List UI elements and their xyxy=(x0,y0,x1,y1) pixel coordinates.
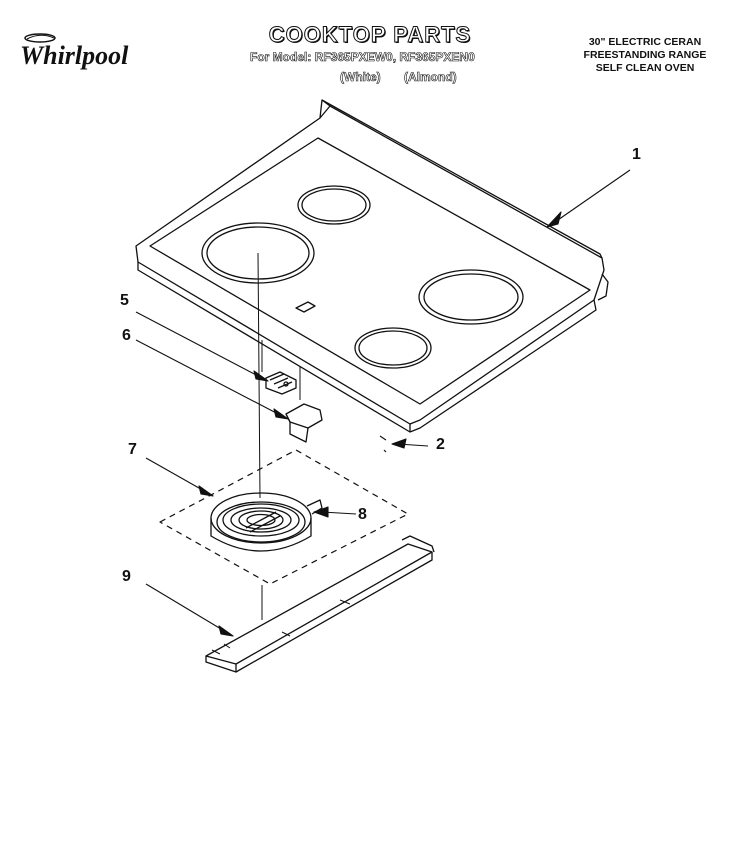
model-line: For Model: RF365PXEW0, RF365PXEN0 xyxy=(250,50,520,65)
product-description: 30" ELECTRIC CERAN FREESTANDING RANGE SE… xyxy=(560,36,730,75)
callout-5: 5 xyxy=(120,292,129,309)
model-prefix: For Model: xyxy=(250,50,312,65)
bracket-part xyxy=(285,403,323,443)
product-line-3: SELF CLEAN OVEN xyxy=(595,62,695,74)
support-channel-part xyxy=(205,535,435,673)
terminal-block-part xyxy=(265,366,301,400)
model-numbers: RF365PXEW0, RF365PXEN0 xyxy=(314,50,475,65)
product-line-1: 30" ELECTRIC CERAN xyxy=(588,36,702,48)
variant-white: (White) xyxy=(340,70,381,85)
leader-lines xyxy=(135,169,631,637)
callout-9: 9 xyxy=(122,568,131,585)
radiant-element-part xyxy=(210,492,323,552)
variant-almond: (Almond) xyxy=(404,70,457,85)
screw-part xyxy=(379,435,387,453)
svg-text:Whirlpool: Whirlpool xyxy=(20,41,129,70)
cooktop-top-part xyxy=(135,99,609,433)
callout-8: 8 xyxy=(358,506,367,523)
callout-2: 2 xyxy=(436,436,445,453)
callout-1: 1 xyxy=(632,146,641,163)
element-frame-outline xyxy=(159,449,409,585)
variant-line: (White) (Almond) xyxy=(340,70,477,85)
callout-7: 7 xyxy=(128,441,137,458)
product-line-2: FREESTANDING RANGE xyxy=(583,49,707,61)
whirlpool-logo: Whirlpool xyxy=(20,33,129,70)
callout-6: 6 xyxy=(122,327,131,344)
page-title: COOKTOP PARTS xyxy=(268,22,472,48)
